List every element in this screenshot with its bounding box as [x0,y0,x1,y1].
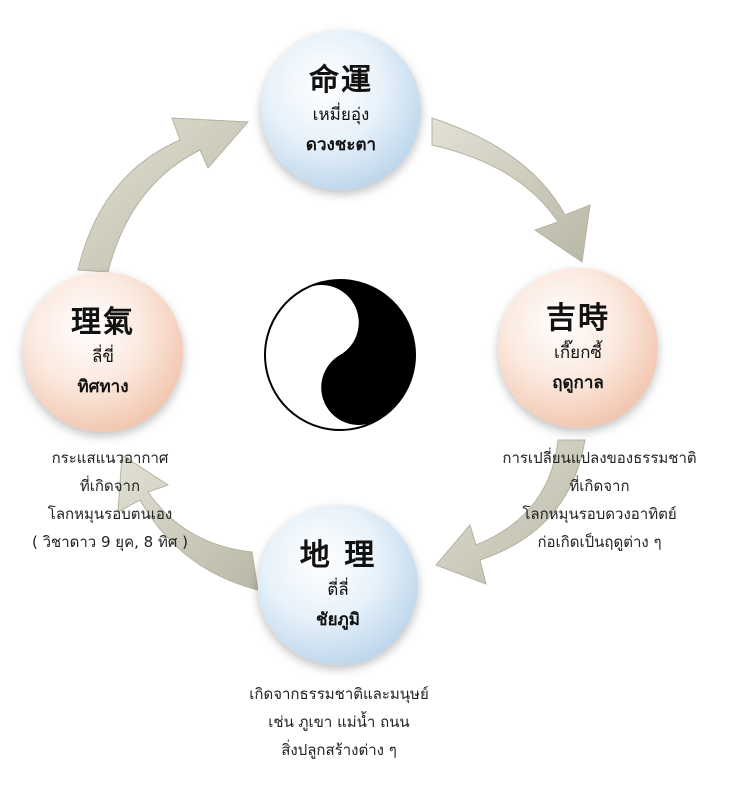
node-chinese-label: 命運 [309,63,373,98]
description-line: สิ่งปลูกสร้างต่าง ๆ [281,741,397,759]
description-line: กระแสแนวอากาศ [51,449,169,467]
node-chinese-label: 理氣 [71,305,135,340]
node-meaning: ชัยภูมิ [316,610,360,630]
node-thai-reading: เกี๊ยกซี้ [554,343,602,363]
description-line: ( วิชาดาว 9 ยุค, 8 ทิศ ) [31,533,188,551]
description-line: เช่น ภูเขา แม่น้ำ ถนน [268,713,410,731]
node-thai-reading: เหมี่ยอุ่ง [312,105,370,125]
yin-yang-icon [264,279,416,431]
node-meaning: ดวงชะตา [305,135,377,155]
node-meaning: ฤดูกาล [552,373,604,393]
curved-arrow-icon [77,117,250,273]
description-line: เกิดจากธรรมชาติและมนุษย์ [249,685,429,703]
curved-arrow-icon [431,117,591,263]
description-line: ก่อเกิดเป็นฤดูต่าง ๆ [537,533,662,551]
node-season: 吉時 เกี๊ยกซี้ ฤดูกาล [498,268,658,428]
description-line: ที่เกิดจาก [569,477,630,495]
description-location: เกิดจากธรรมชาติและมนุษย์ เช่น ภูเขา แม่น… [219,680,459,764]
node-thai-reading: ตี่ลี่ [327,580,349,600]
description-season: การเปลี่ยนแปลงของธรรมชาติ ที่เกิดจาก โลก… [470,444,729,556]
description-line: ที่เกิดจาก [79,477,141,495]
curved-arrow-icon [117,454,259,591]
description-line: โลกหมุนรอบตนเอง [47,505,173,523]
node-direction: 理氣 ลี่ขี่ ทิศทาง [23,272,183,432]
node-chinese-label: 吉時 [546,301,610,336]
node-chinese-label: 地 理 [299,538,377,573]
node-location: 地 理 ตี่ลี่ ชัยภูมิ [258,505,418,665]
description-direction: กระแสแนวอากาศ ที่เกิดจาก โลกหมุนรอบตนเอง… [0,444,220,556]
node-meaning: ทิศทาง [77,377,129,397]
description-line: โลกหมุนรอบดวงอาทิตย์ [522,505,677,523]
curved-arrow-icon [435,439,586,585]
description-line: การเปลี่ยนแปลงของธรรมชาติ [502,449,697,467]
node-thai-reading: ลี่ขี่ [91,347,115,367]
node-destiny: 命運 เหมี่ยอุ่ง ดวงชะตา [261,30,421,190]
